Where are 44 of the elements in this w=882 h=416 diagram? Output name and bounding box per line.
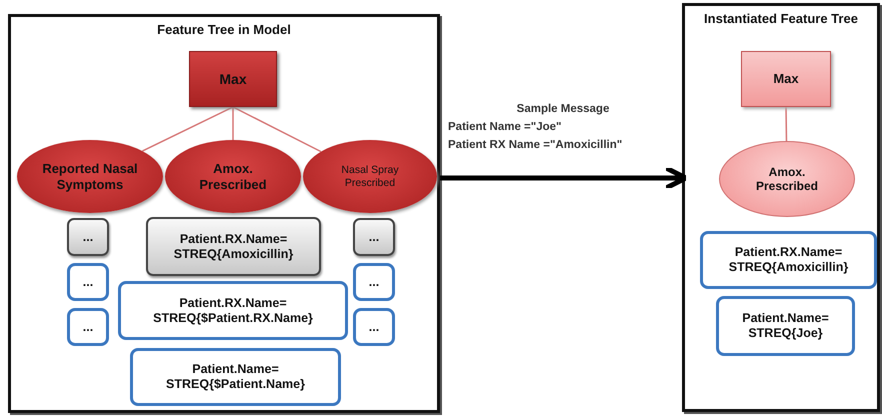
node-label: Max — [218, 70, 248, 88]
feature-tree-panel — [8, 14, 440, 413]
node-label: Amox. Prescribed — [754, 164, 820, 194]
message-line: Patient Name ="Joe" — [448, 120, 562, 135]
feature-ellipse — [165, 140, 301, 213]
feature-ellipse — [17, 140, 163, 213]
arrow — [440, 166, 688, 190]
node-label: Nasal Spray Prescribed — [340, 164, 400, 190]
condition-box — [700, 231, 877, 289]
condition-box — [146, 217, 321, 276]
node-label: Patient.Name= STREQ{$Patient.Name} — [165, 362, 306, 392]
message-heading: Sample Message — [516, 102, 610, 117]
node-label: Reported Nasal Symptoms — [41, 160, 139, 192]
node-label: ... — [368, 274, 380, 290]
condition-box — [67, 263, 109, 301]
node-label: ... — [82, 274, 94, 290]
message-line: Patient RX Name ="Amoxicillin" — [448, 138, 624, 153]
condition-box — [118, 281, 348, 340]
instantiated-tree-panel — [682, 3, 880, 412]
node-label: Amox. Prescribed — [198, 160, 268, 192]
node-label: Patient.RX.Name= STREQ{Amoxicillin} — [172, 232, 294, 262]
node-label: ... — [368, 230, 380, 244]
node-label: Patient.RX.Name= STREQ{$Patient.RX.Name} — [152, 296, 314, 326]
root-feature-box — [741, 51, 831, 107]
node-label: Patient.RX.Name= STREQ{Amoxicillin} — [728, 245, 850, 275]
panel-title: Feature Tree in Model — [156, 22, 292, 38]
condition-box — [67, 218, 109, 256]
root-feature-box — [189, 51, 277, 107]
node-label: ... — [82, 230, 94, 244]
condition-box — [353, 263, 395, 301]
condition-box — [130, 348, 341, 406]
connector-line — [785, 106, 788, 142]
panel-title: Instantiated Feature Tree — [703, 11, 859, 27]
condition-box — [353, 218, 395, 256]
condition-box — [67, 308, 109, 346]
node-label: ... — [368, 320, 380, 334]
connector-line — [232, 107, 234, 140]
connector-line — [232, 106, 322, 152]
condition-box — [353, 308, 395, 346]
node-label: Patient.Name= STREQ{Joe} — [741, 311, 830, 341]
node-label: Max — [772, 71, 800, 87]
connector-line — [142, 106, 234, 152]
condition-box — [716, 296, 855, 356]
node-label: ... — [82, 320, 94, 334]
